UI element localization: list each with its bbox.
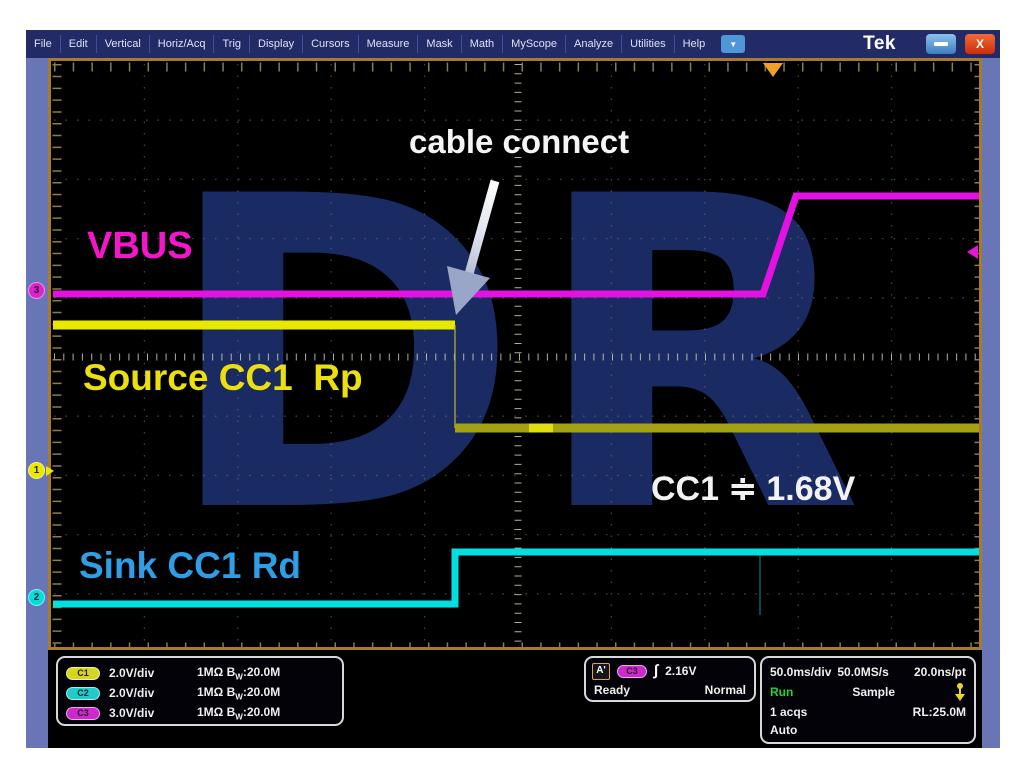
trigger-level-marker-icon[interactable]	[967, 245, 978, 259]
left-frame-strip: 3 1 2	[26, 58, 54, 748]
rising-edge-icon: ∫	[654, 662, 659, 679]
source-cc1-label: Source CC1 Rp	[83, 357, 363, 398]
trigger-auto-mode: Auto	[770, 723, 798, 737]
trigger-a-badge: A'	[592, 662, 610, 680]
menu-myscope[interactable]: MyScope	[503, 35, 567, 53]
menu-math[interactable]: Math	[462, 35, 504, 53]
menu-horiz-acq[interactable]: Horiz/Acq	[150, 35, 215, 53]
timebase-scale: 50.0ms/div	[770, 665, 832, 679]
minimize-button[interactable]	[926, 34, 956, 54]
channel1-position-marker[interactable]: 1	[28, 462, 45, 479]
trigger-source-badge[interactable]: C3	[617, 664, 647, 678]
trigger-position-marker-icon[interactable]	[763, 63, 783, 77]
scope-body: 3 1 2 DR	[26, 58, 1000, 748]
channel2-scale: 2.0V/div	[109, 686, 155, 700]
channel1-reference-arrow-icon	[46, 466, 54, 476]
menu-display[interactable]: Display	[250, 35, 304, 53]
chevron-down-icon: ▼	[729, 39, 738, 49]
sink-cc1-label: Sink CC1 Rd	[79, 545, 302, 586]
acquisition-count: 1 acqs	[770, 705, 808, 719]
display-column: DR	[48, 58, 982, 748]
acquisition-mode: Sample	[852, 685, 896, 699]
trigger-readout-panel: A' C3 ∫ 2.16V Ready Normal	[584, 656, 756, 702]
trace-sink-cc1	[53, 548, 979, 608]
channel1-readout: C1 2.0V/div 1MΩ BW:20.0M	[66, 663, 334, 683]
record-length: RL:25.0M	[912, 705, 966, 719]
menu-utilities[interactable]: Utilities	[622, 35, 675, 53]
trigger-status: Ready	[594, 683, 631, 697]
channels-readout-panel: C1 2.0V/div 1MΩ BW:20.0M C2 2.0V/div 1MΩ…	[56, 656, 344, 726]
close-icon: X	[975, 37, 984, 51]
menu-vertical[interactable]: Vertical	[97, 35, 150, 53]
acquisition-state: Run	[770, 685, 794, 699]
menu-bar: File Edit Vertical Horiz/Acq Trig Displa…	[26, 30, 1000, 58]
channel3-coupling-bandwidth: 1MΩ BW:20.0M	[197, 704, 281, 722]
channel3-scale: 3.0V/div	[109, 706, 155, 720]
vbus-label: VBUS	[87, 225, 193, 267]
channel3-readout: C3 3.0V/div 1MΩ BW:20.0M	[66, 703, 334, 723]
channel1-scale: 2.0V/div	[109, 666, 155, 680]
right-frame-strip	[982, 58, 1000, 748]
resolution: 20.0ns/pt	[913, 665, 966, 679]
menu-measure[interactable]: Measure	[359, 35, 419, 53]
minimize-icon	[934, 42, 948, 46]
watermark: DR	[163, 107, 876, 607]
menu-mask[interactable]: Mask	[418, 35, 462, 53]
channel3-position-marker[interactable]: 3	[28, 282, 45, 299]
waveform-layer	[53, 192, 979, 615]
channel2-coupling-bandwidth: 1MΩ BW:20.0M	[197, 684, 281, 702]
trigger-mode: Normal	[704, 683, 746, 697]
cable-connect-arrow	[447, 179, 500, 315]
channel1-badge[interactable]: C1	[66, 666, 100, 680]
horizontal-readout-panel: 50.0ms/div 50.0MS/s 20.0ns/pt Run Sample	[760, 656, 976, 744]
menu-dropdown-button[interactable]: ▼	[721, 35, 746, 53]
channel2-position-marker[interactable]: 2	[28, 589, 45, 606]
status-bar: C1 2.0V/div 1MΩ BW:20.0M C2 2.0V/div 1MΩ…	[48, 650, 982, 748]
tek-logo: Tek	[863, 33, 896, 54]
menu-cursors[interactable]: Cursors	[303, 35, 359, 53]
menu-edit[interactable]: Edit	[61, 35, 97, 53]
sample-rate: 50.0MS/s	[837, 665, 889, 679]
menu-analyze[interactable]: Analyze	[566, 35, 623, 53]
close-button[interactable]: X	[965, 34, 995, 54]
oscilloscope-window: File Edit Vertical Horiz/Acq Trig Displa…	[26, 30, 1000, 748]
trigger-level-value: 2.16V	[665, 664, 697, 678]
channel2-badge[interactable]: C2	[66, 686, 100, 700]
channel1-coupling-bandwidth: 1MΩ BW:20.0M	[197, 664, 281, 682]
menu-help[interactable]: Help	[682, 38, 706, 50]
marker-pin-icon	[954, 683, 966, 701]
trace-vbus	[53, 192, 979, 298]
channel3-badge[interactable]: C3	[66, 706, 100, 720]
menu-trig[interactable]: Trig	[214, 35, 251, 53]
menu-file[interactable]: File	[26, 35, 61, 53]
cc1-voltage-label: CC1 ≑ 1.68V	[651, 470, 856, 508]
waveform-display: DR	[48, 58, 982, 650]
channel2-readout: C2 2.0V/div 1MΩ BW:20.0M	[66, 683, 334, 703]
cable-connect-label: cable connect	[409, 123, 630, 160]
